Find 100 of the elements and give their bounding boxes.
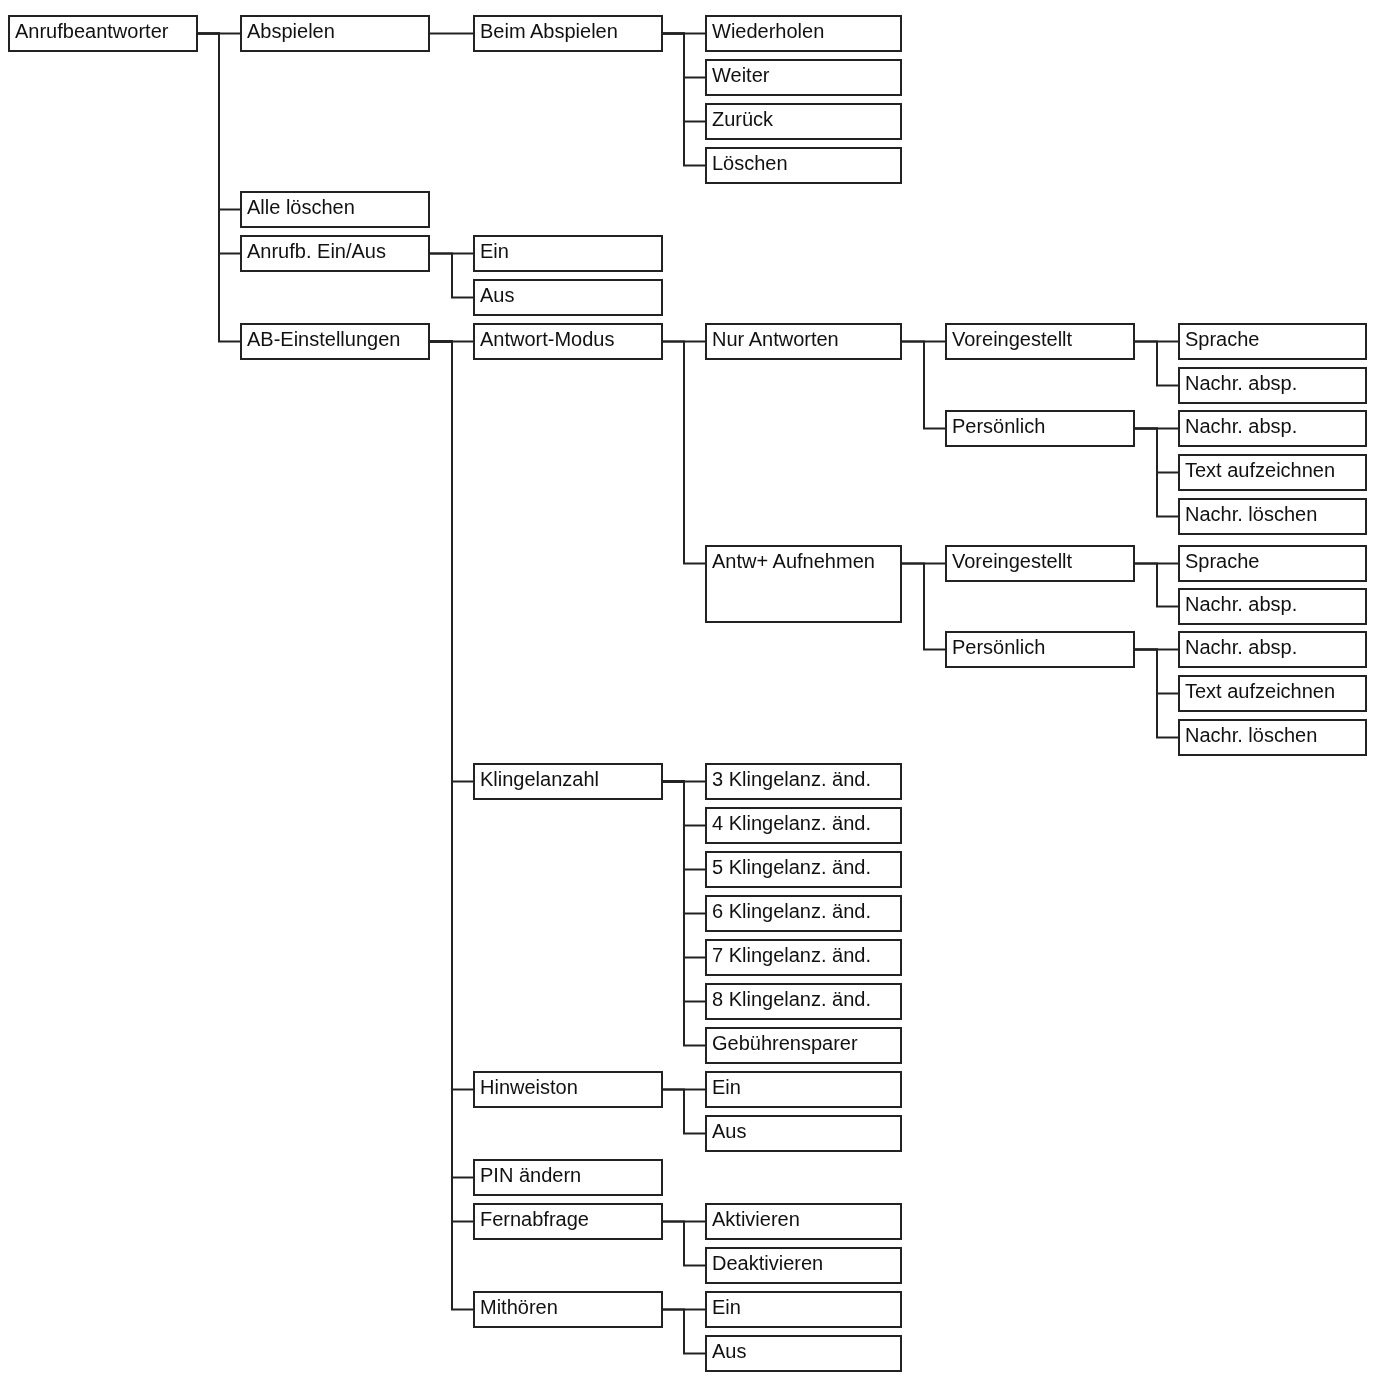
menu-label: 4 Klingelanz. änd. bbox=[712, 811, 871, 835]
menu-label: Alle löschen bbox=[247, 195, 355, 219]
menu-box bbox=[945, 545, 1135, 582]
connector-line bbox=[662, 780, 706, 1047]
menu-label: Zurück bbox=[712, 107, 774, 131]
menu-box bbox=[1178, 498, 1367, 535]
menu-box bbox=[705, 763, 902, 800]
menu-label: Ein bbox=[712, 1075, 741, 1099]
menu-label: Fernabfrage bbox=[480, 1207, 589, 1231]
menu-box bbox=[8, 15, 198, 52]
menu-box bbox=[240, 323, 430, 360]
menu-box bbox=[705, 1115, 902, 1152]
connector-line bbox=[662, 340, 706, 565]
menu-label: Ein bbox=[480, 239, 509, 263]
menu-box bbox=[705, 323, 902, 360]
menu-label: Voreingestellt bbox=[952, 549, 1073, 573]
connector-line bbox=[662, 32, 706, 167]
connector-line bbox=[429, 32, 474, 35]
menu-box bbox=[473, 1071, 663, 1108]
menu-label: Antw+ Aufnehmen bbox=[712, 549, 875, 573]
menu-label: Wiederholen bbox=[712, 19, 825, 43]
menu-label: Mithören bbox=[480, 1295, 558, 1319]
menu-label: Aus bbox=[480, 283, 515, 307]
menu-box bbox=[705, 1071, 902, 1108]
menu-box bbox=[705, 807, 902, 844]
connector-line bbox=[1134, 648, 1179, 739]
menu-label: Persönlich bbox=[952, 635, 1046, 659]
menu-box bbox=[1178, 631, 1367, 668]
menu-label: Voreingestellt bbox=[952, 327, 1073, 351]
menu-label: 7 Klingelanz. änd. bbox=[712, 943, 871, 967]
menu-label: 8 Klingelanz. änd. bbox=[712, 987, 871, 1011]
menu-label: Nachr. löschen bbox=[1185, 502, 1318, 526]
menu-box bbox=[240, 235, 430, 272]
menu-box bbox=[945, 410, 1135, 447]
menu-label: Abspielen bbox=[247, 19, 335, 43]
menu-label: PIN ändern bbox=[480, 1163, 582, 1187]
menu-box bbox=[473, 1291, 663, 1328]
menu-box bbox=[705, 15, 902, 52]
menu-box bbox=[705, 1291, 902, 1328]
menu-box bbox=[705, 1203, 902, 1240]
menu-box bbox=[705, 59, 902, 96]
menu-label: Löschen bbox=[712, 151, 788, 175]
menu-box bbox=[705, 851, 902, 888]
menu-label: 6 Klingelanz. änd. bbox=[712, 899, 871, 923]
connector-line bbox=[662, 1088, 706, 1135]
menu-box bbox=[705, 545, 902, 623]
menu-box bbox=[240, 15, 430, 52]
menu-label: Nachr. löschen bbox=[1185, 723, 1318, 747]
menu-label: Sprache bbox=[1185, 549, 1260, 573]
menu-label: Nur Antworten bbox=[712, 327, 839, 351]
menu-label: Nachr. absp. bbox=[1185, 414, 1298, 438]
menu-box bbox=[705, 1247, 902, 1284]
menu-box bbox=[473, 323, 663, 360]
menu-box bbox=[1178, 454, 1367, 491]
menu-box bbox=[473, 15, 663, 52]
menu-label: Nachr. absp. bbox=[1185, 635, 1298, 659]
connector-line bbox=[901, 562, 946, 651]
menu-label: AB-Einstellungen bbox=[247, 327, 401, 351]
menu-label: Weiter bbox=[712, 63, 770, 87]
connector-line bbox=[1134, 340, 1179, 387]
menu-box bbox=[1178, 323, 1367, 360]
connector-line bbox=[1134, 427, 1179, 518]
menu-box bbox=[473, 1159, 663, 1196]
menu-label: Nachr. absp. bbox=[1185, 371, 1298, 395]
menu-label: Anrufbeantworter bbox=[15, 19, 169, 43]
connector-line bbox=[662, 1308, 706, 1355]
menu-label: 3 Klingelanz. änd. bbox=[712, 767, 871, 791]
connector-line bbox=[197, 32, 241, 343]
connector-line bbox=[662, 1220, 706, 1267]
menu-label: Antwort-Modus bbox=[480, 327, 615, 351]
menu-box bbox=[473, 279, 663, 316]
menu-box bbox=[705, 1027, 902, 1064]
menu-box bbox=[1178, 675, 1367, 712]
menu-box bbox=[1178, 719, 1367, 756]
menu-label: Aus bbox=[712, 1119, 747, 1143]
menu-box bbox=[473, 1203, 663, 1240]
menu-box bbox=[1178, 410, 1367, 447]
menu-box bbox=[945, 323, 1135, 360]
menu-box bbox=[705, 895, 902, 932]
connector-line bbox=[901, 340, 946, 430]
menu-label: Hinweiston bbox=[480, 1075, 578, 1099]
connector-line bbox=[429, 252, 474, 299]
menu-box bbox=[473, 763, 663, 800]
menu-label: Text aufzeichnen bbox=[1185, 458, 1336, 482]
connector-line bbox=[1134, 562, 1179, 608]
menu-box bbox=[1178, 367, 1367, 404]
menu-box bbox=[1178, 545, 1367, 582]
menu-label: Aus bbox=[712, 1339, 747, 1363]
menu-label: Sprache bbox=[1185, 327, 1260, 351]
menu-label: Deaktivieren bbox=[712, 1251, 824, 1275]
menu-label: Text aufzeichnen bbox=[1185, 679, 1336, 703]
menu-box bbox=[705, 983, 902, 1020]
menu-box bbox=[705, 147, 902, 184]
menu-label: Nachr. absp. bbox=[1185, 592, 1298, 616]
menu-box bbox=[705, 103, 902, 140]
menu-label: 5 Klingelanz. änd. bbox=[712, 855, 871, 879]
menu-box bbox=[473, 235, 663, 272]
menu-label: Klingelanzahl bbox=[480, 767, 599, 791]
menu-label: Beim Abspielen bbox=[480, 19, 618, 43]
menu-label: Aktivieren bbox=[712, 1207, 800, 1231]
